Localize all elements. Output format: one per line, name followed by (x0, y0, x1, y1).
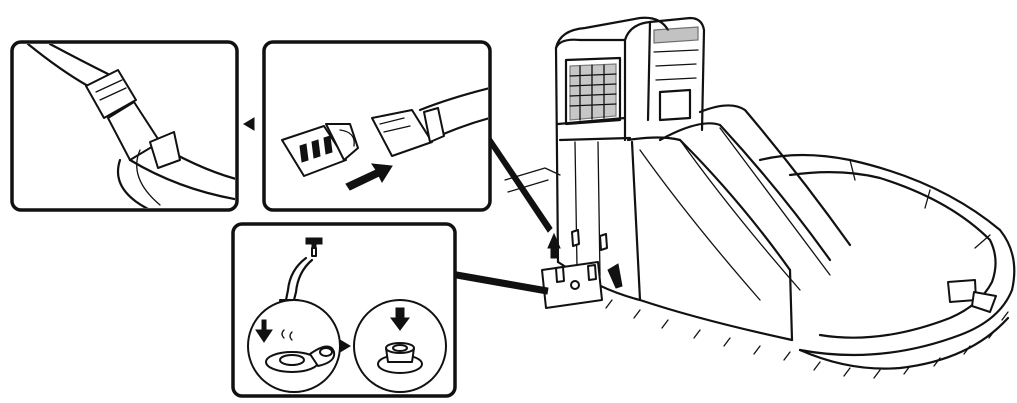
inflatable-water-slide-icon (504, 16, 1016, 379)
tower-top-mesh (653, 26, 699, 44)
water-tap-icon (284, 237, 323, 302)
valve-open-detail (247, 299, 341, 393)
arrow-right-icon (339, 339, 351, 353)
tower-mesh-window (564, 56, 622, 126)
valve-base-plate (541, 261, 603, 309)
water-valve-panel (231, 222, 457, 398)
arrow-left-icon (243, 117, 255, 131)
arrow-up-icon (547, 232, 561, 259)
arrow-right-icon (345, 163, 393, 191)
buckle-fastened-panel (10, 40, 239, 212)
valve-closed-detail (353, 299, 447, 393)
slide-lanes (626, 104, 852, 342)
arrow-up-icon (607, 263, 623, 289)
strap-buckle-open-icon (281, 86, 488, 191)
leader-lines (455, 131, 553, 295)
strap-buckle-closed-icon (26, 44, 235, 208)
splash-pool (758, 153, 1016, 370)
arrow-down-icon (390, 307, 410, 331)
arrow-down-icon (255, 319, 273, 343)
buckle-connect-panel (262, 40, 492, 212)
